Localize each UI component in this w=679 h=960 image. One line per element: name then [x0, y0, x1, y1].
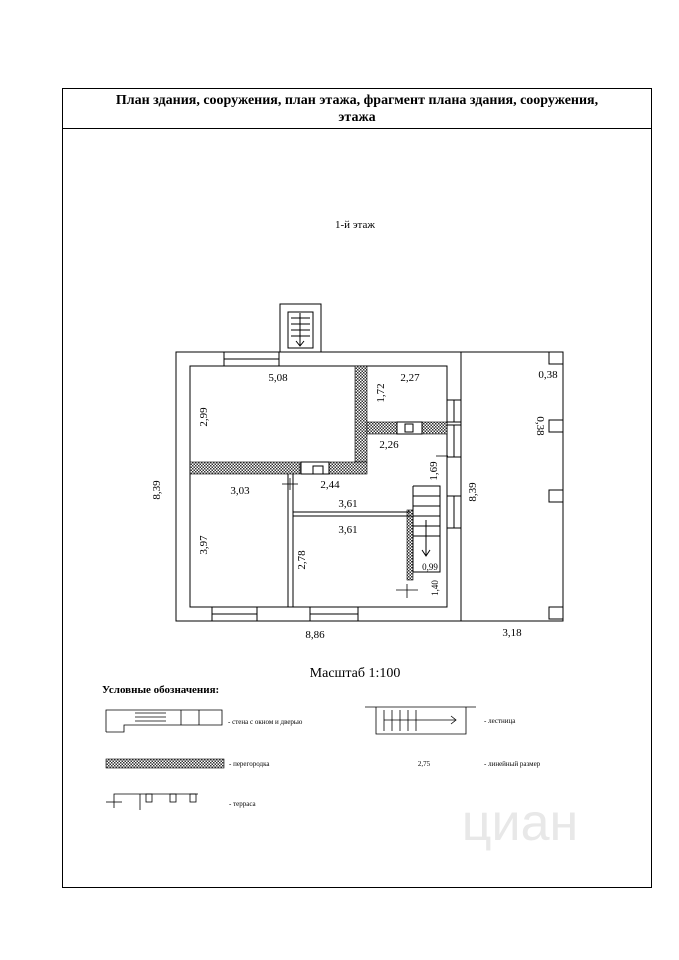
dimension-label: 5,08 — [268, 372, 288, 384]
legend-wall-text: - стена с окном и дверью — [228, 718, 302, 726]
header-title-line1: План здания, сооружения, план этажа, фра… — [115, 93, 599, 108]
dimension-label: 0,99 — [422, 562, 438, 572]
dimension-label: 2,78 — [296, 550, 308, 570]
interior-walls — [287, 421, 441, 607]
windows — [211, 351, 564, 622]
watermark: циан — [462, 794, 578, 852]
header-title-line2: этажа — [338, 110, 376, 125]
dimension-label: 8,86 — [305, 629, 325, 641]
legend-partition-text: - перегородка — [229, 760, 270, 768]
dimension-label: 2,44 — [320, 479, 340, 491]
floor-label: 1-й этаж — [335, 219, 375, 231]
dimension-label: 3,61 — [338, 524, 357, 536]
dimension-label: 1,69 — [428, 461, 440, 481]
dimension-label: 3,61 — [338, 498, 357, 510]
dimension-label: 3,97 — [198, 535, 210, 555]
dimension-label: 2,26 — [379, 439, 399, 451]
partitions — [189, 365, 448, 581]
scale-label: Масштаб 1:100 — [310, 666, 401, 681]
sheet-header: План здания, сооружения, план этажа, фра… — [63, 89, 651, 129]
dimension-label: 3,03 — [230, 485, 250, 497]
legend-title: Условные обозначения: — [102, 684, 219, 696]
dimension-label: 8,39 — [467, 482, 479, 502]
legend-stairs-text: - лестница — [484, 717, 516, 725]
legend-dimension-sample: 2,75 — [418, 760, 431, 768]
legend-partition-symbol — [105, 758, 225, 769]
dimension-label: 2,27 — [400, 372, 420, 384]
dimension-label: 3,18 — [502, 627, 522, 639]
legend-terrace-text: - терраса — [229, 800, 257, 808]
legend-dimension-text: - линейный размер — [484, 760, 541, 768]
dimension-label: 0,38 — [534, 416, 546, 436]
legend-terrace-symbol — [106, 793, 198, 810]
dimension-label: 8,39 — [151, 480, 163, 500]
plan-sheet: План здания, сооружения, план этажа, фра… — [62, 88, 652, 888]
dimension-label: 0,38 — [538, 369, 558, 381]
dimension-ticks — [282, 455, 448, 598]
legend-stairs-symbol — [365, 706, 476, 735]
dimension-label: 1,72 — [375, 383, 387, 402]
dimension-label: 1,40 — [430, 580, 440, 596]
entrance-stairs — [279, 303, 322, 353]
legend-wall-symbol — [105, 709, 223, 733]
dimension-label: 2,99 — [198, 407, 210, 427]
